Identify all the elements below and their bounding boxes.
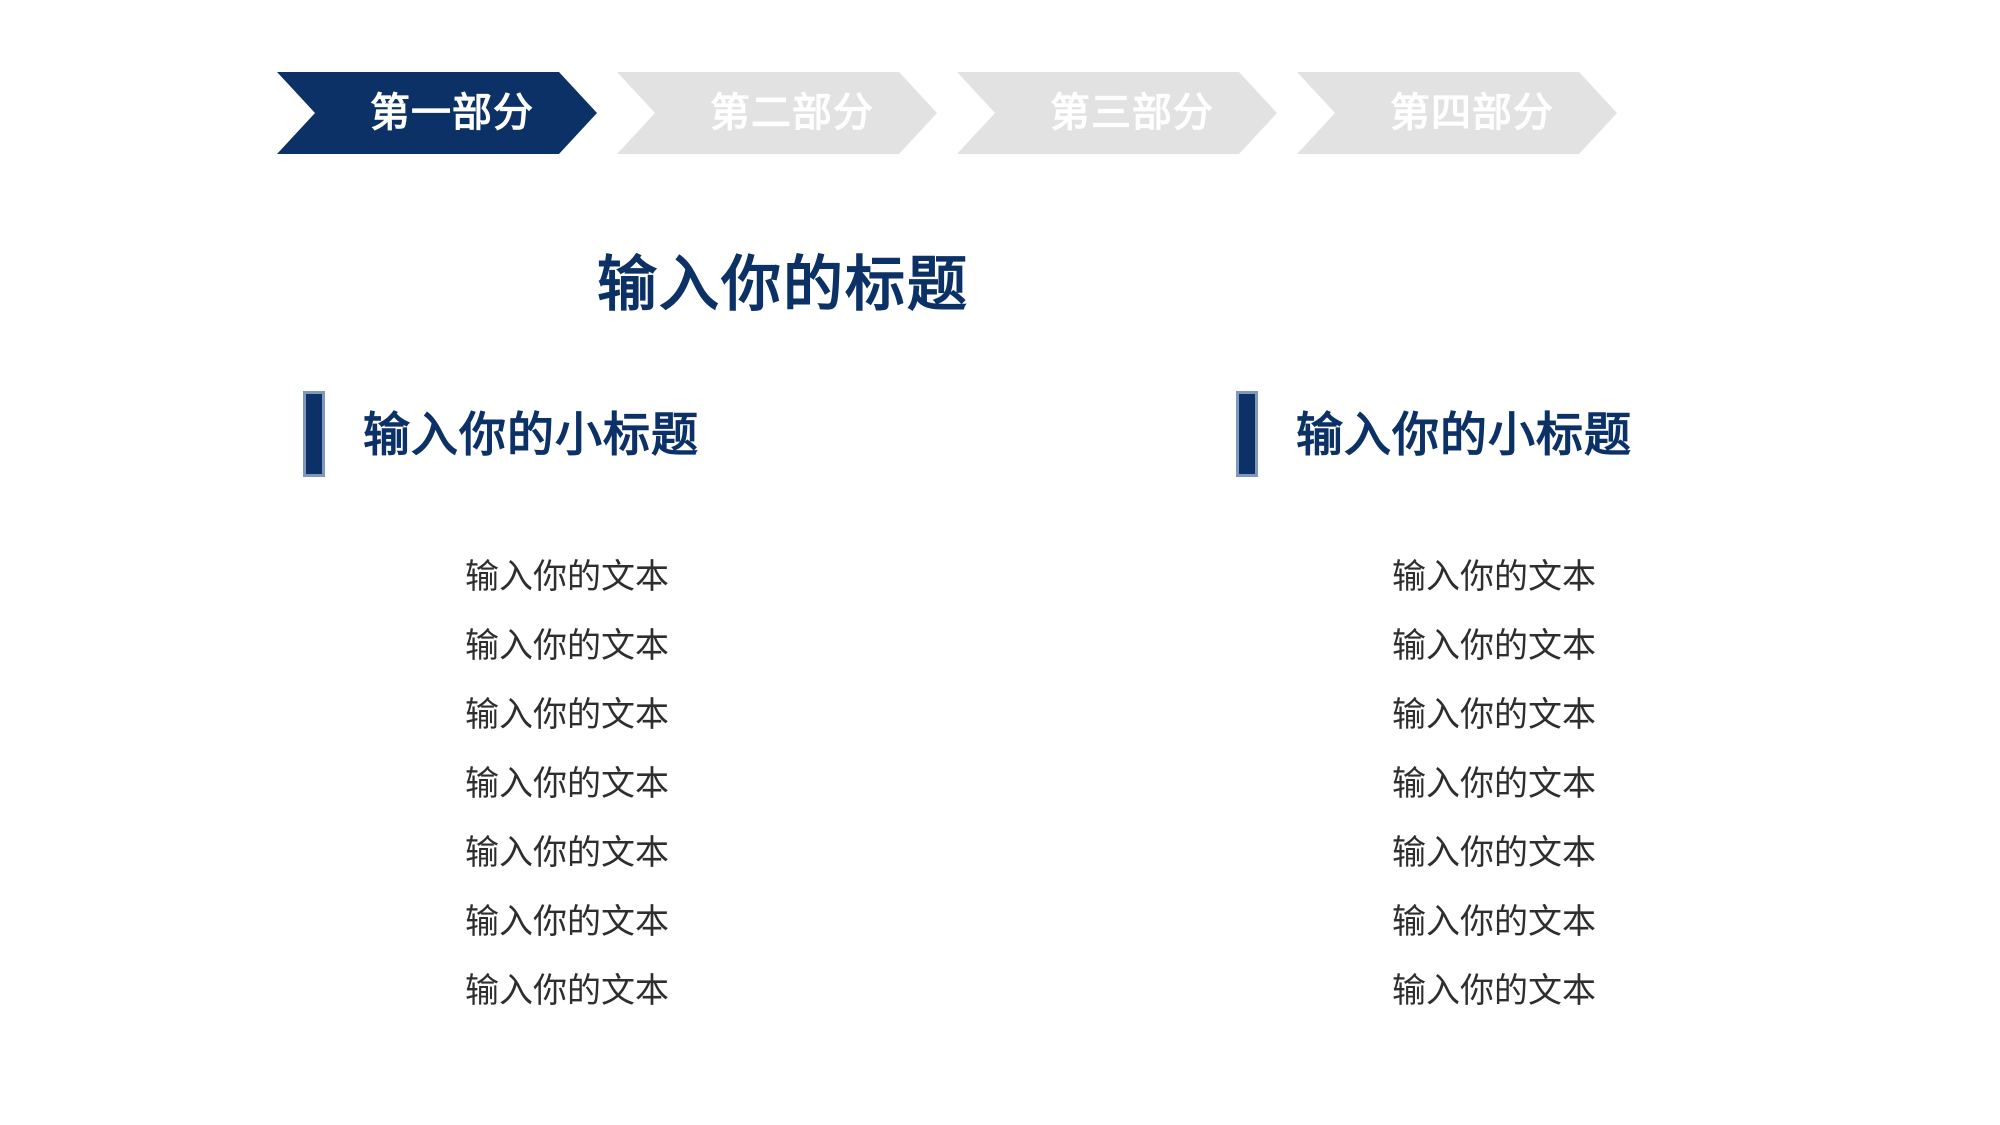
step-chevron-1-label: 第一部分: [370, 91, 534, 135]
subtitle-block-right: 输入你的小标题: [1236, 388, 1632, 480]
step-chevron-2-label: 第二部分: [710, 91, 874, 135]
list-item: 输入你的文本: [1392, 764, 1596, 804]
list-item: 输入你的文本: [1392, 902, 1596, 942]
text-list-right: 输入你的文本 输入你的文本 输入你的文本 输入你的文本 输入你的文本 输入你的文…: [1392, 560, 1596, 1043]
step-chevron-1[interactable]: 第一部分: [277, 72, 597, 154]
step-chevron-4-label: 第四部分: [1390, 91, 1554, 135]
list-item: 输入你的文本: [1392, 833, 1596, 873]
step-chevron-3[interactable]: 第三部分: [957, 72, 1277, 154]
content-column-left: 输入你的小标题 输入你的文本 输入你的文本 输入你的文本 输入你的文本 输入你的…: [303, 388, 699, 1008]
list-item: 输入你的文本: [1392, 971, 1596, 1011]
list-item: 输入你的文本: [465, 902, 669, 942]
accent-bar-icon: [303, 391, 325, 477]
subtitle-block-left: 输入你的小标题: [303, 388, 699, 480]
accent-bar-icon: [1236, 391, 1258, 477]
step-chevron-4[interactable]: 第四部分: [1297, 72, 1617, 154]
list-item: 输入你的文本: [465, 626, 669, 666]
list-item: 输入你的文本: [1392, 626, 1596, 666]
list-item: 输入你的文本: [465, 557, 669, 597]
content-column-right: 输入你的小标题 输入你的文本 输入你的文本 输入你的文本 输入你的文本 输入你的…: [1236, 388, 1632, 1008]
page-title: 输入你的标题: [597, 251, 969, 318]
list-item: 输入你的文本: [465, 764, 669, 804]
step-chevron-3-label: 第三部分: [1050, 91, 1214, 135]
list-item: 输入你的文本: [1392, 557, 1596, 597]
section-step-bar: 第一部分 第二部分 第三部分 第四部分: [277, 72, 1677, 154]
subtitle-left: 输入你的小标题: [363, 407, 699, 461]
list-item: 输入你的文本: [465, 695, 669, 735]
list-item: 输入你的文本: [465, 833, 669, 873]
text-list-left: 输入你的文本 输入你的文本 输入你的文本 输入你的文本 输入你的文本 输入你的文…: [465, 560, 669, 1043]
list-item: 输入你的文本: [1392, 695, 1596, 735]
step-chevron-2[interactable]: 第二部分: [617, 72, 937, 154]
subtitle-right: 输入你的小标题: [1296, 407, 1632, 461]
list-item: 输入你的文本: [465, 971, 669, 1011]
